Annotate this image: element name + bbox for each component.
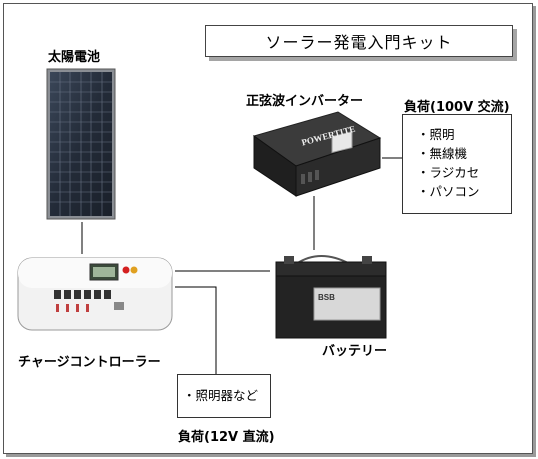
solar-panel-label: 太陽電池 [48, 50, 101, 65]
ac-load-item: 照明 [417, 125, 511, 144]
charge-controller-icon [17, 257, 173, 331]
page-title: ソーラー発電入門キット [205, 25, 513, 57]
dc-load-box: 照明器など [177, 374, 271, 418]
battery-icon: BSB [275, 255, 387, 339]
solar-panel-icon [46, 68, 116, 220]
line-controller-dcload [175, 286, 217, 374]
ac-load-item: パソコン [417, 182, 511, 201]
inverter-label: 正弦波インバーター [246, 94, 364, 109]
ac-load-box: 照明 無線機 ラジカセ パソコン [402, 114, 512, 214]
inverter-icon: POWERTITE [252, 111, 382, 197]
battery-brand-text: BSB [318, 293, 335, 302]
ac-load-item: 無線機 [417, 144, 511, 163]
battery-label: バッテリー [322, 344, 388, 359]
charge-controller-label: チャージコントローラー [18, 355, 161, 370]
dc-load-item: 照明器など [183, 386, 270, 405]
ac-load-item: ラジカセ [417, 163, 511, 182]
dc-load-label: 負荷(12V 直流) [178, 430, 275, 445]
ac-load-label: 負荷(100V 交流) [404, 100, 510, 115]
